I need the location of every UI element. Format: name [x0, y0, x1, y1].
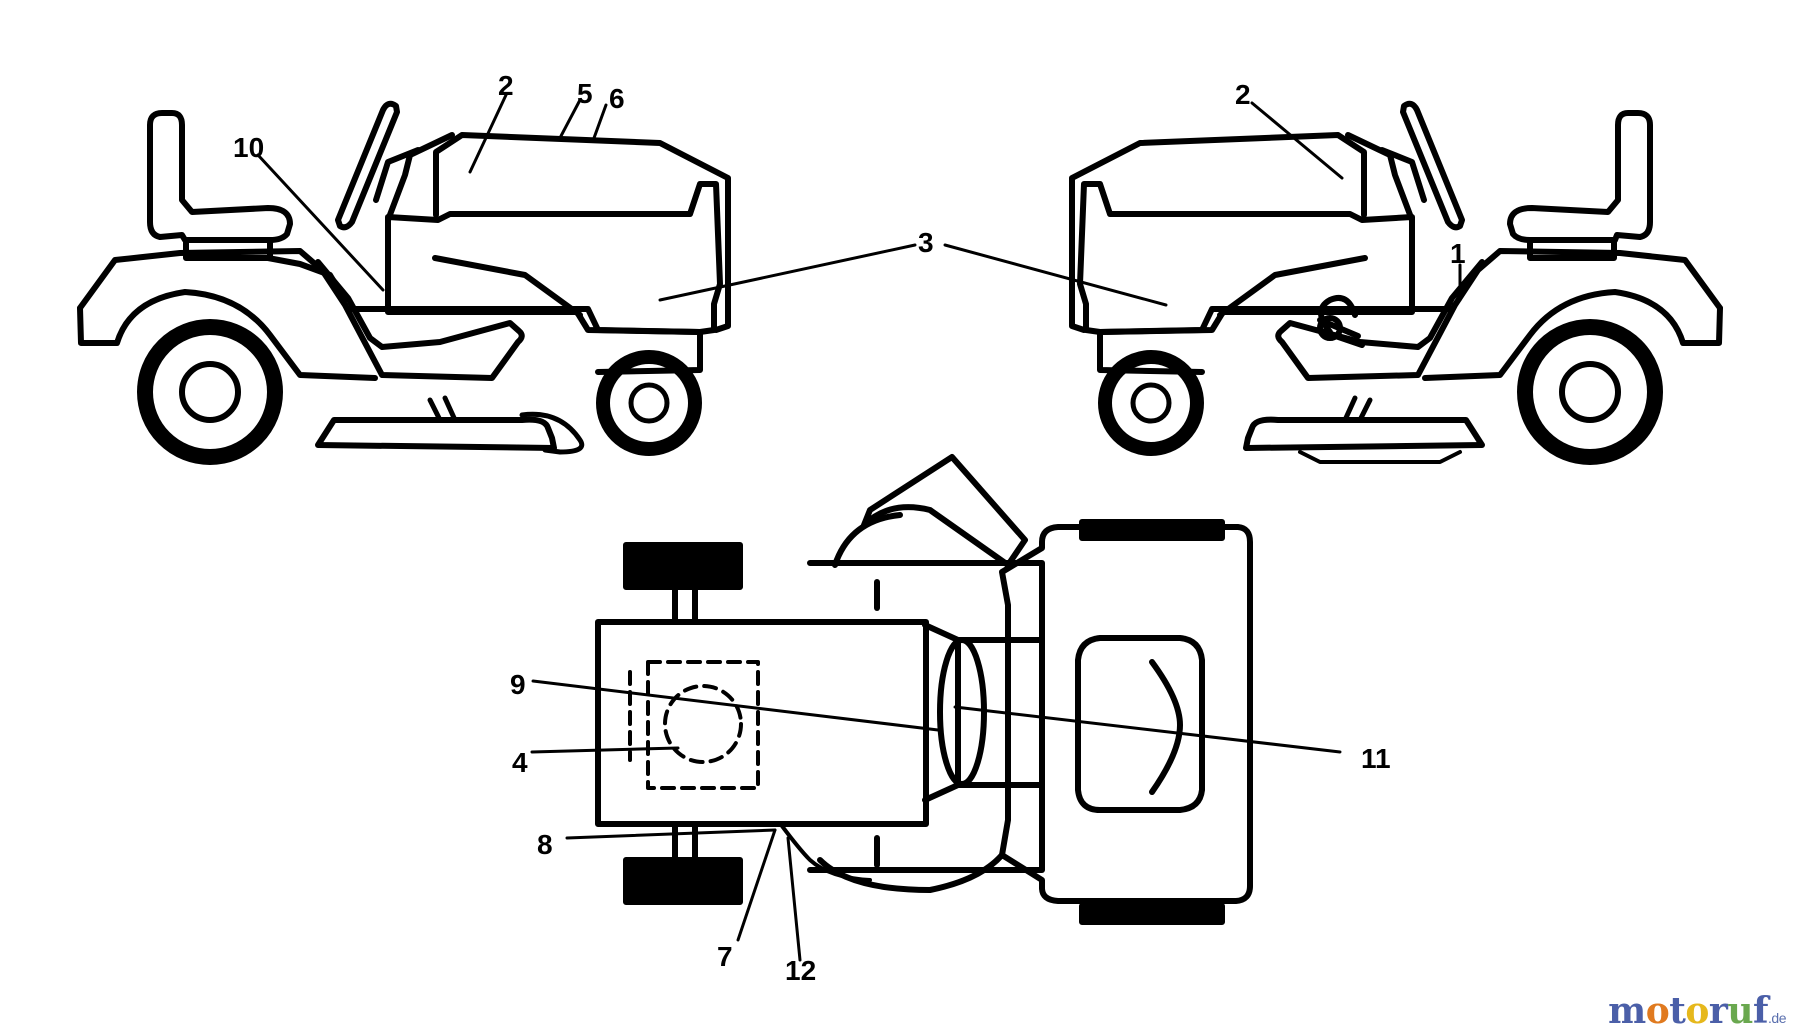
hood-top — [1069, 132, 1367, 333]
deck-guard-right — [1298, 450, 1462, 464]
front-tire-bottom — [623, 857, 743, 905]
callout-6: 6 — [609, 83, 625, 114]
dash-panel — [1345, 132, 1415, 313]
watermark-part: o — [1685, 990, 1709, 1032]
rear-body-top — [999, 524, 1253, 904]
leader-7 — [736, 828, 777, 942]
deck-handle-left — [519, 411, 585, 455]
tractor-right-side-view — [1069, 100, 1723, 465]
callout-4: 4 — [512, 747, 528, 778]
callout-12: 12 — [785, 955, 816, 986]
watermark-part: o — [1645, 990, 1670, 1032]
leader-3-right — [943, 243, 1168, 307]
tractor-body-outline — [77, 289, 378, 381]
mower-deck-left — [315, 416, 557, 451]
discharge-chute — [861, 454, 1028, 568]
front-wheel-right — [1098, 350, 1204, 456]
front-wheel-left — [596, 350, 702, 456]
engine-outline-top — [646, 660, 760, 790]
front-wheel-hub-left — [628, 382, 670, 424]
leader-5 — [559, 98, 582, 138]
tractor-body-outline — [1422, 289, 1723, 381]
callout-3: 3 — [918, 227, 934, 258]
hood-top — [433, 132, 731, 333]
front-tire-top — [623, 542, 743, 590]
callout-10: 10 — [233, 132, 264, 163]
steering-wheel — [335, 100, 400, 231]
callout-7: 7 — [717, 941, 733, 972]
leader-3-left — [658, 243, 917, 302]
hood-line — [432, 255, 583, 318]
console-top — [922, 622, 961, 803]
leader-2-left — [468, 93, 508, 174]
rear-wheel-hub-right — [1559, 361, 1621, 423]
callout-8: 8 — [537, 829, 553, 860]
leader-2-right — [1250, 101, 1344, 180]
seat-back — [1507, 110, 1653, 243]
seat-top — [1075, 635, 1205, 813]
leader-6 — [592, 103, 608, 140]
tractor-left-side-view — [77, 100, 731, 465]
rear-wheel-left — [137, 319, 283, 465]
steering-wheel — [1400, 100, 1465, 231]
watermark-part: t — [1669, 990, 1686, 1032]
front-axle — [672, 584, 698, 863]
seat-back — [147, 110, 293, 243]
deck-outline-top — [832, 512, 903, 568]
callout-11: 11 — [1361, 743, 1391, 774]
callout-9: 9 — [510, 669, 526, 700]
watermark-logo: motoruf.de — [1608, 990, 1786, 1032]
watermark-tld: .de — [1768, 1010, 1786, 1026]
watermark-part: u — [1727, 990, 1754, 1032]
steering-column-top — [955, 637, 1045, 788]
watermark-part: m — [1608, 990, 1646, 1032]
hood-line — [1217, 255, 1368, 318]
leader-11 — [953, 705, 1342, 754]
watermark-part: r — [1708, 990, 1728, 1032]
hood-top-view — [595, 619, 929, 827]
tractor-top-view — [595, 454, 1253, 925]
leader-12 — [786, 836, 802, 962]
rear-tire-bottom — [1079, 903, 1225, 925]
rear-wheel-hub-left — [179, 361, 241, 423]
steering-wheel-top — [937, 637, 987, 787]
callout-2-left: 2 — [498, 70, 514, 101]
leader-9 — [531, 679, 940, 732]
leader-4 — [530, 746, 680, 754]
lift-knob — [1317, 315, 1343, 341]
engine-top — [663, 684, 743, 764]
rear-wheel-right — [1517, 319, 1663, 465]
rear-body-upper — [265, 255, 348, 303]
leader-8 — [565, 828, 777, 840]
throttle-cable — [780, 824, 872, 882]
callout-2-right: 2 — [1235, 79, 1251, 110]
callout-1: 1 — [1450, 238, 1466, 269]
deck-hanger-left — [427, 395, 458, 423]
front-wheel-hub-right — [1130, 382, 1172, 424]
deck-hanger-right — [1342, 395, 1373, 423]
watermark-part: f — [1753, 990, 1769, 1032]
leader-lines — [256, 93, 1462, 962]
mower-deck-right — [1243, 416, 1485, 451]
callout-labels: 1 2 2 3 4 5 6 7 8 9 10 11 12 — [233, 70, 1466, 986]
leader-10 — [256, 153, 385, 292]
dash-panel — [385, 132, 455, 313]
seat-back-top — [1149, 659, 1183, 795]
callout-5: 5 — [577, 78, 593, 109]
